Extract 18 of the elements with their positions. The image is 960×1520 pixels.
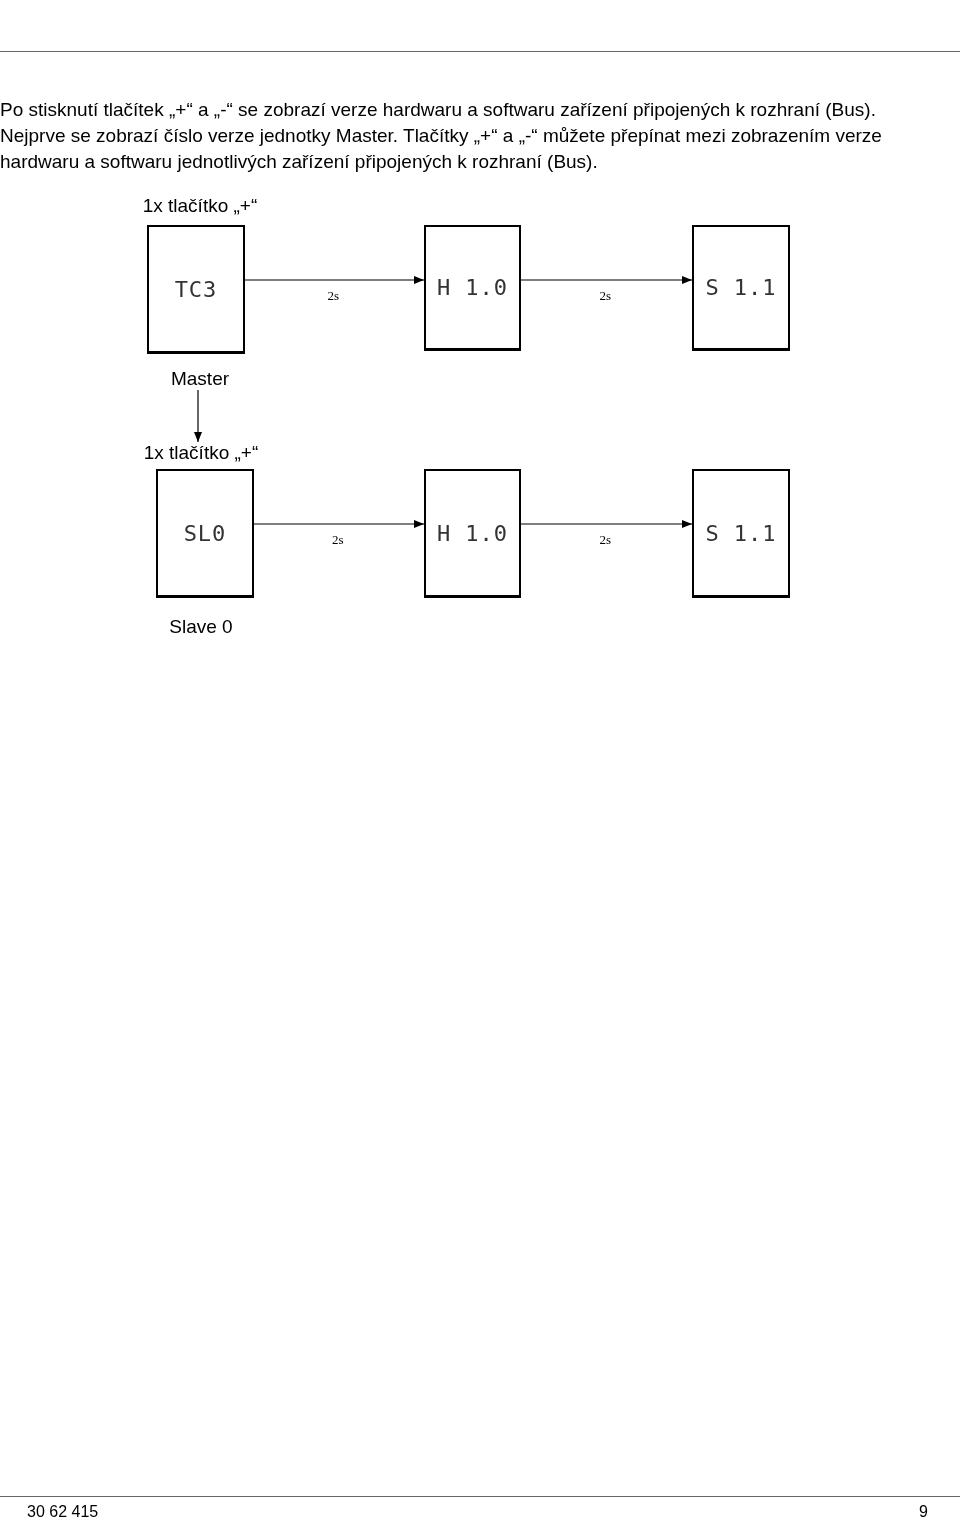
arrow [520,520,693,528]
unit-caption: Master [169,368,231,390]
display-readout: H 1.0 [436,520,509,546]
arrow [520,276,693,284]
step-caption: 1x tlačítko „+“ [142,442,260,464]
display-readout: S 1.1 [705,520,777,546]
arrow [194,389,202,443]
display-readout: S 1.1 [705,275,777,300]
display-readout: TC3 [174,276,218,302]
unit-caption: Slave 0 [168,616,234,638]
display-readout: SL0 [183,520,227,546]
display-readout: H 1.0 [436,275,509,300]
document-number: 30 62 415 [27,1503,99,1520]
page-number: 9 [919,1503,928,1520]
step-caption: 1x tlačítko „+“ [141,195,259,217]
arrow [244,276,425,284]
arrow [253,520,425,528]
intro-paragraph: Po stisknutí tlačítek „+“ a „-“ se zobrazí verze hardwaru a softwaru zařízení připojených k rozhraní (Bus). Nejprve se zobrazí číslo verze jednotky Master. Tlačítky „+“ a „-“ můžete přepínat mezi zobrazením verze hardwaru a softwaru jednotlivých zařízení připojených k rozhraní (Bus). [0,98,883,174]
